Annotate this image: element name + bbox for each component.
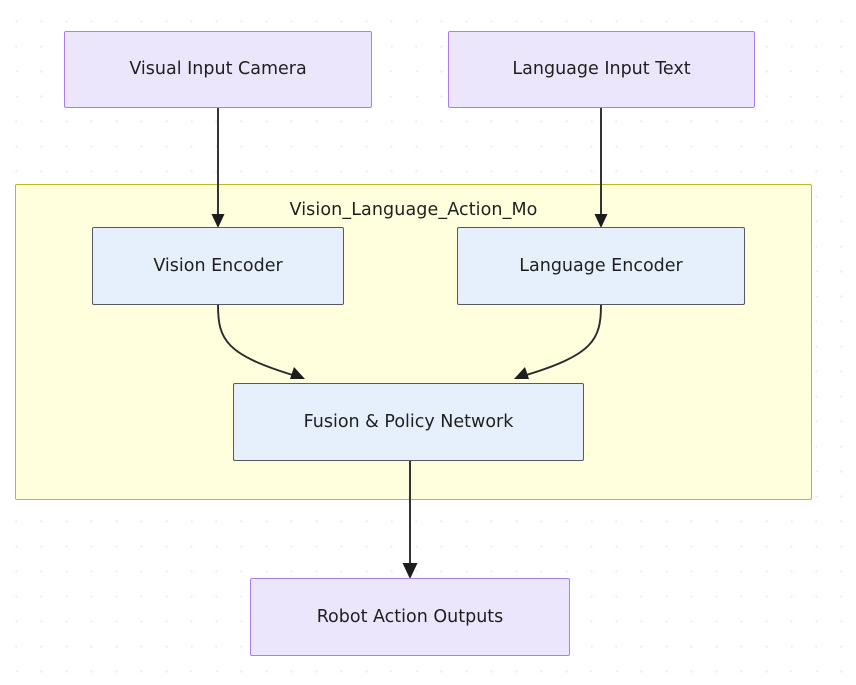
node-label: Language Input Text	[512, 59, 691, 79]
node-language-input-text[interactable]: Language Input Text	[448, 31, 755, 108]
node-label: Fusion & Policy Network	[303, 411, 514, 432]
node-robot-action-outputs[interactable]: Robot Action Outputs	[250, 578, 570, 656]
node-vision-encoder[interactable]: Vision Encoder	[92, 227, 344, 305]
node-visual-input-camera[interactable]: Visual Input Camera	[64, 31, 372, 108]
node-label: Robot Action Outputs	[316, 606, 504, 627]
node-label: Vision Encoder	[153, 255, 283, 276]
node-label: Language Encoder	[519, 255, 683, 276]
subgraph-title: Vision_Language_Action_Mo	[289, 200, 538, 220]
node-language-encoder[interactable]: Language Encoder	[457, 227, 745, 305]
node-label: Visual Input Camera	[129, 59, 307, 79]
node-fusion-policy-network[interactable]: Fusion & Policy Network	[233, 383, 584, 461]
